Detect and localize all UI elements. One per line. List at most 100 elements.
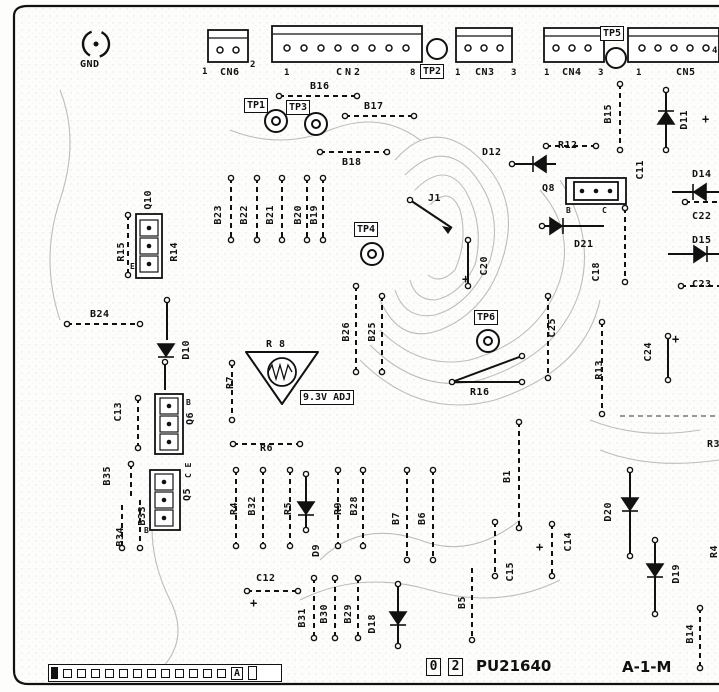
d21-label: D21 (574, 239, 594, 250)
c23-label: C23 (692, 279, 712, 290)
b14-label: B14 (685, 624, 696, 644)
adjust-box: 9.3V ADJ (300, 390, 355, 405)
footer-digit-b: 2 (448, 658, 463, 676)
b19-label: B19 (309, 205, 320, 225)
board-number: PU21640 (476, 657, 552, 675)
r3-label: R3 (707, 439, 719, 450)
cn4-pin-start: 1 (544, 68, 550, 78)
r15-label: R15 (116, 242, 127, 262)
d19-label: D19 (671, 564, 682, 584)
tp1-label: TP1 (244, 98, 269, 113)
b22-label: B22 (239, 205, 250, 225)
b20-label: B20 (293, 205, 304, 225)
cn5-pin-end: 4 (712, 46, 718, 56)
plus-c20: + (462, 272, 470, 286)
gnd-label: GND (80, 59, 100, 70)
d9-label: D9 (311, 544, 322, 558)
b26-label: B26 (341, 322, 352, 342)
d20-label: D20 (603, 502, 614, 522)
cn5-label: CN5 (676, 67, 696, 78)
r8-label: R 8 (266, 339, 286, 350)
b21-label: B21 (265, 205, 276, 225)
d15-label: D15 (692, 235, 712, 246)
q8-label: Q8 (542, 183, 556, 194)
c25-label: C25 (547, 318, 558, 338)
tp5-label: TP5 (600, 26, 625, 41)
cn2-pin-start: 1 (284, 68, 290, 78)
b24-label: B24 (90, 309, 110, 320)
r5-label: R5 (283, 502, 294, 516)
cn6-pin-end: 2 (250, 60, 256, 70)
r13-label: R13 (594, 360, 605, 380)
cn2-pin-end: 8 (410, 68, 416, 78)
b6-label: B6 (417, 512, 428, 526)
q10-e-label: E (130, 262, 136, 271)
tp4-label: TP4 (354, 222, 379, 237)
tp3-label: TP3 (286, 100, 311, 115)
b30-label: B30 (319, 604, 330, 624)
cn3-label: CN3 (475, 67, 495, 78)
r16-label: R16 (470, 387, 490, 398)
c24-label: C24 (643, 342, 654, 362)
b32-label: B32 (247, 496, 258, 516)
b17-label: B17 (364, 101, 384, 112)
footer-digit-a: 0 (426, 658, 441, 676)
cn4-label: CN4 (562, 67, 582, 78)
c18-label: C18 (591, 262, 602, 282)
d14-label: D14 (692, 169, 712, 180)
q6-b-label: B (186, 398, 192, 407)
tp6-label: TP6 (474, 310, 499, 325)
q6-label: Q6 (185, 412, 196, 426)
r12-label: R12 (558, 140, 578, 151)
plus-c12: + (250, 596, 258, 610)
cn2-label: CN2 (336, 67, 364, 78)
plus-c24: + (672, 332, 680, 346)
cn5-pin-start: 1 (636, 68, 642, 78)
c14-label: C14 (563, 532, 574, 552)
b18-label: B18 (342, 157, 362, 168)
q5-label: Q5 (182, 488, 193, 502)
d11-label: D11 (679, 110, 690, 130)
edge-tab-label: A (231, 666, 244, 680)
d12-label: D12 (482, 147, 502, 158)
c12-label: C12 (256, 573, 276, 584)
cn3-pin-end: 3 (511, 68, 517, 78)
edge-connector: A (48, 664, 282, 682)
q8-b-label: B (566, 206, 572, 215)
b16-label: B16 (310, 81, 330, 92)
r9-label: R9 (333, 502, 344, 516)
r7-label: R7 (225, 376, 236, 390)
q8-c-label: C (602, 206, 608, 215)
b25-label: B25 (367, 322, 378, 342)
b23-label: B23 (213, 205, 224, 225)
b1-label: B1 (502, 470, 513, 484)
r6-label: R6 (260, 443, 274, 454)
b31-label: B31 (297, 608, 308, 628)
tp2-label: TP2 (420, 64, 445, 79)
d10-label: D10 (181, 340, 192, 360)
r14-label: R14 (169, 242, 180, 262)
q5-ce-label: C E (184, 462, 193, 478)
b34-label: B34 (115, 527, 126, 547)
cn6-pin-start: 1 (202, 67, 208, 77)
c15-label: C15 (505, 562, 516, 582)
j1-label: J1 (428, 193, 442, 204)
cn4-pin-end: 3 (598, 68, 604, 78)
plus-c14: + (536, 540, 544, 554)
b5-label: B5 (457, 596, 468, 610)
cn6-label: CN6 (220, 67, 240, 78)
b33-label: B33 (137, 506, 148, 526)
board-ref: A-1-M (622, 658, 672, 676)
d18-label: D18 (367, 614, 378, 634)
b29-label: B29 (343, 604, 354, 624)
c13-label: C13 (113, 402, 124, 422)
b7-label: B7 (391, 512, 402, 526)
b28-label: B28 (349, 496, 360, 516)
c20-label: C20 (479, 256, 490, 276)
r4-right-label: R4 (709, 545, 719, 559)
q5-b-label: B (144, 526, 150, 535)
plus-d11: + (702, 112, 710, 126)
cn3-pin-start: 1 (455, 68, 461, 78)
